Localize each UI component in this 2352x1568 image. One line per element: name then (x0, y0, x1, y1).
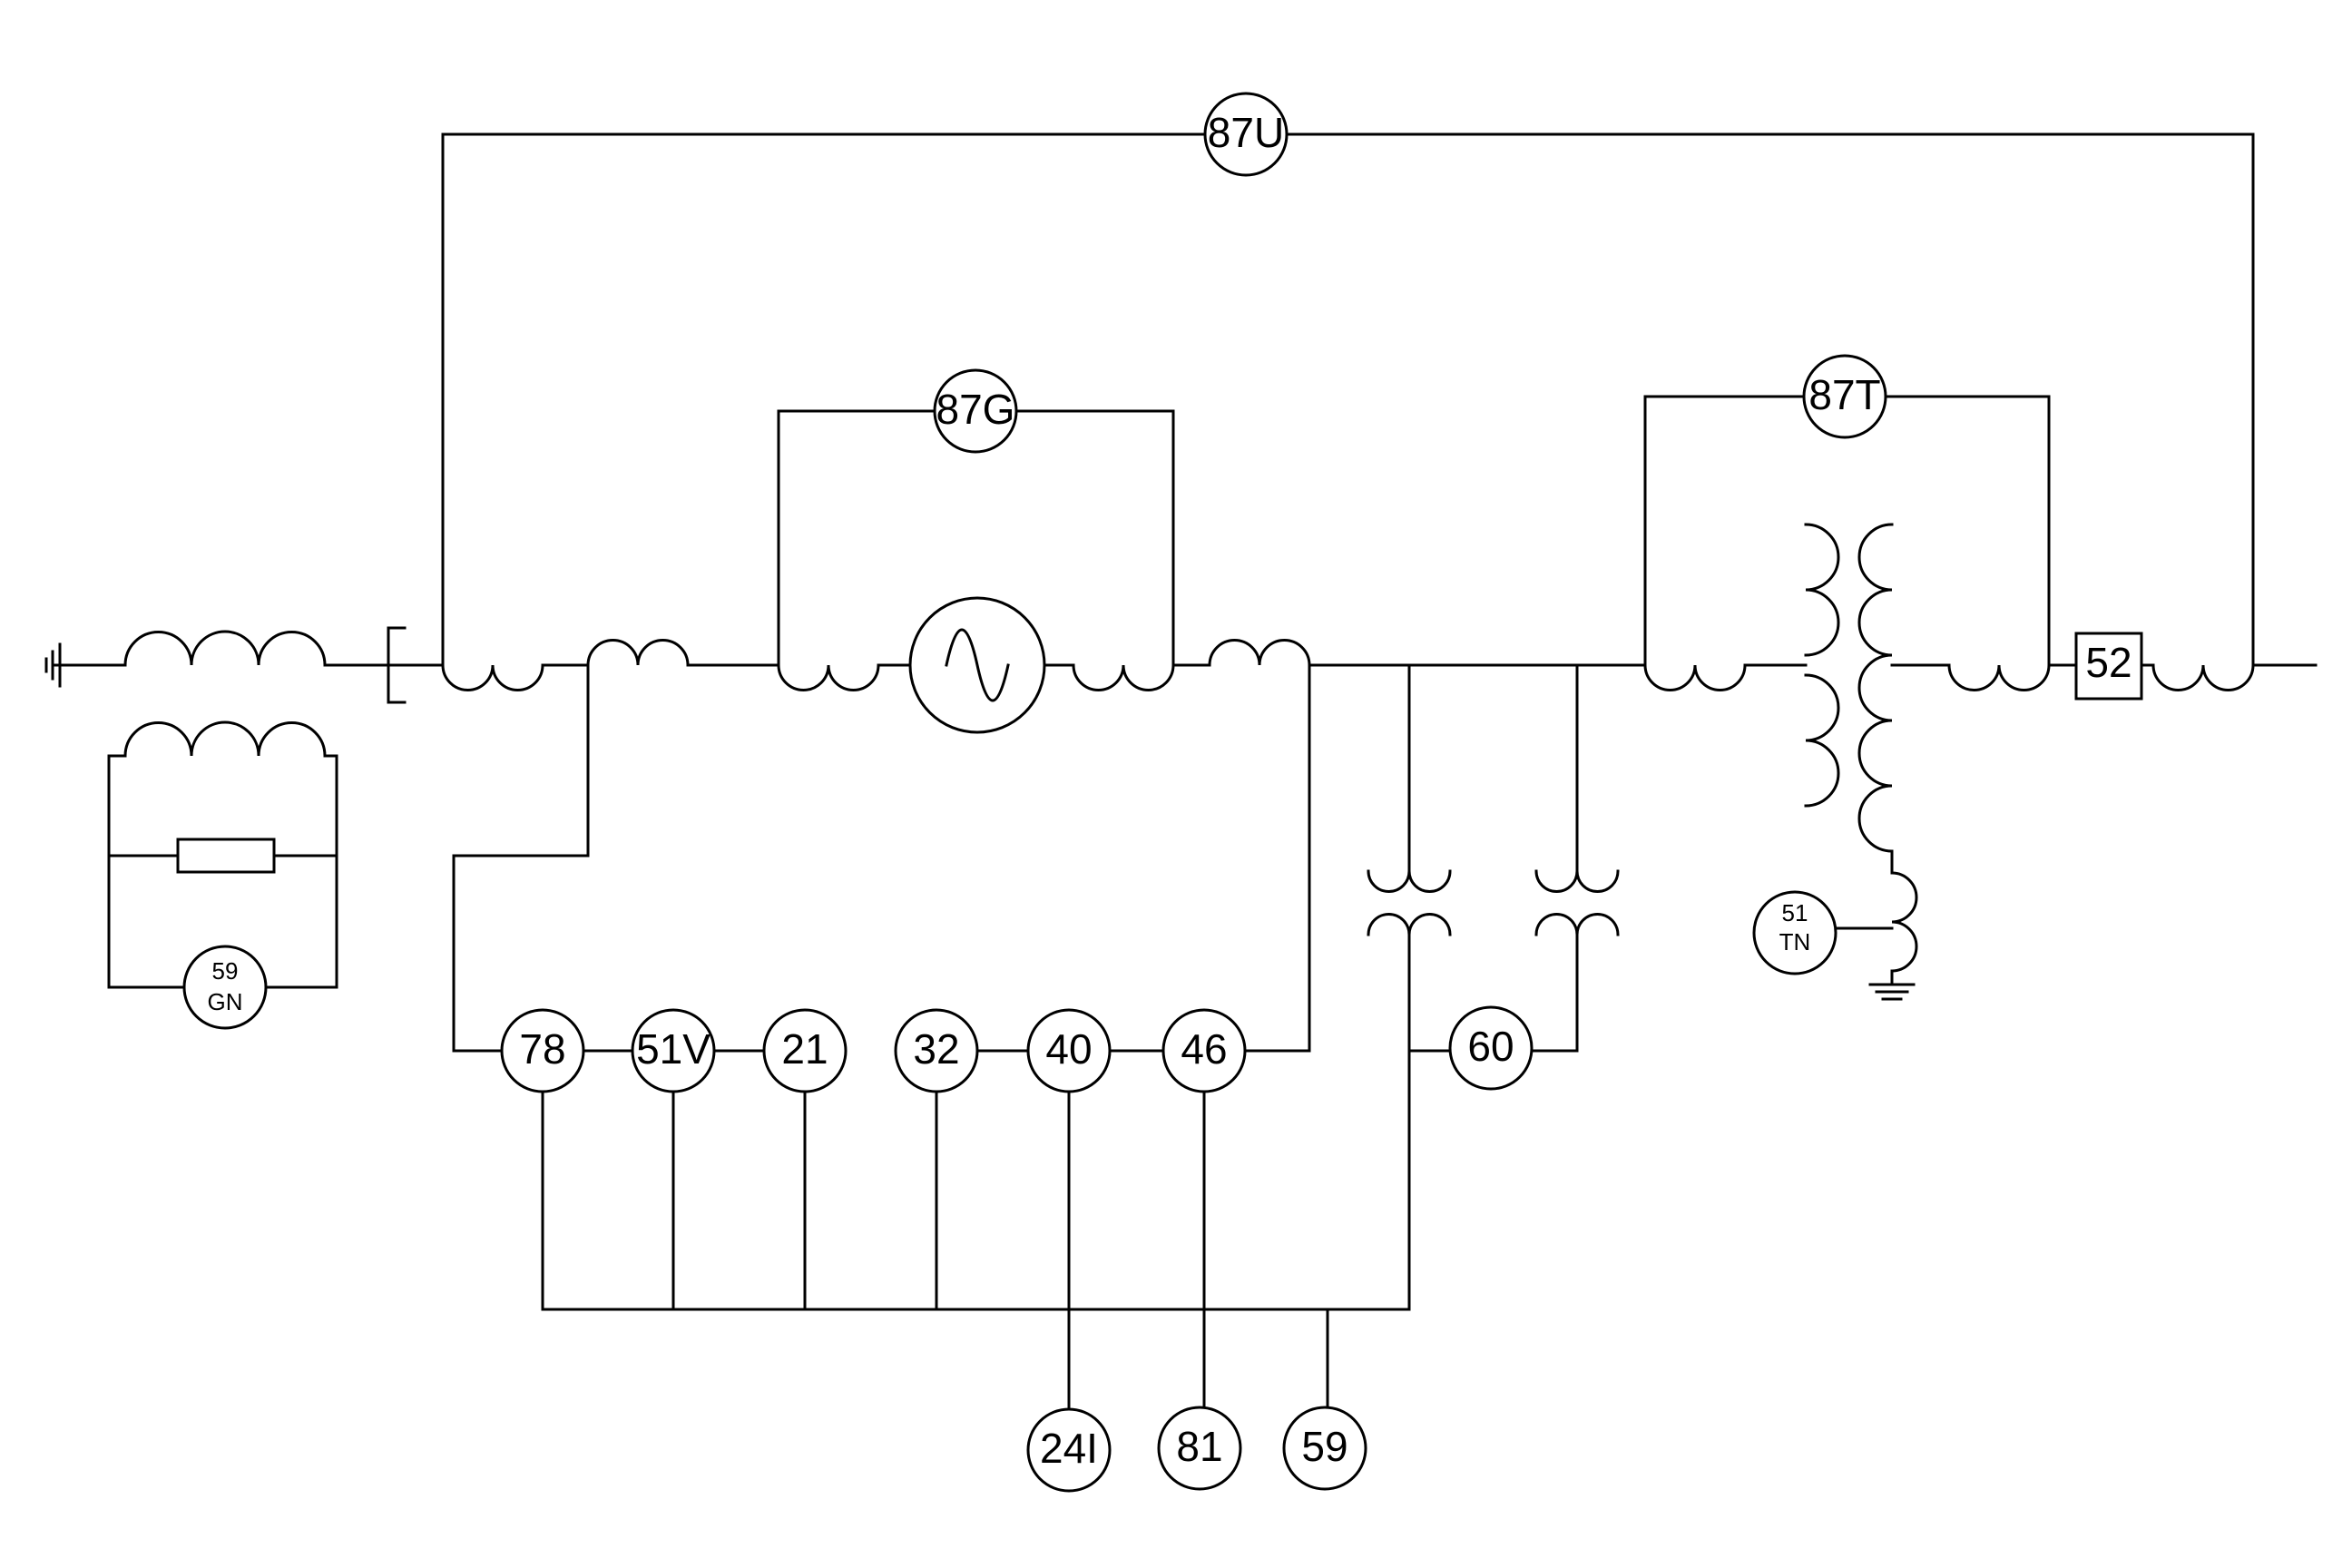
generator-circle (908, 596, 1046, 734)
relay-81-label: 81 (1176, 1423, 1222, 1470)
neutral-bracket (387, 626, 407, 704)
relay-59gn-label-top: 59 (212, 957, 239, 985)
relay-46-label: 46 (1181, 1025, 1227, 1073)
relay-87t-label: 87T (1808, 371, 1880, 418)
breaker-52 (2074, 632, 2143, 701)
breaker-52-label: 52 (2085, 639, 2132, 686)
ct-51tn (1890, 871, 1918, 973)
step-up-transformer (1804, 523, 1918, 986)
ct-87g-neutral (777, 663, 880, 691)
vt-1 (1367, 869, 1452, 936)
relay-21 (762, 1008, 848, 1093)
ct-87t-primary (1643, 663, 1747, 691)
relay-59 (1282, 1406, 1367, 1491)
ct-87g-terminal (1072, 663, 1175, 691)
relay-24i-label: 24I (1040, 1425, 1098, 1472)
relay-40-label: 40 (1045, 1025, 1092, 1073)
relay-78 (500, 1008, 585, 1093)
relay-87g (933, 368, 1018, 454)
relay-40 (1026, 1008, 1112, 1093)
ct-87u-hv (2151, 663, 2255, 691)
relay-21-label: 21 (781, 1025, 828, 1073)
relay-51v (631, 1008, 716, 1093)
relay-51v-label: 51V (636, 1025, 710, 1073)
relay-59gn-label-bottom: GN (208, 988, 243, 1015)
relay-51tn-label-bottom: TN (1779, 928, 1811, 956)
sine-wave-icon (945, 628, 1010, 702)
relay-32 (894, 1008, 979, 1093)
relay-60 (1448, 1005, 1534, 1091)
relay-87g-label: 87G (936, 386, 1015, 433)
relay-87u-label: 87U (1208, 109, 1284, 156)
grounding-transformer (107, 630, 338, 989)
relay-87t (1802, 354, 1887, 439)
relay-87u (1203, 92, 1289, 177)
ground-symbol-transformer (1868, 983, 1916, 1001)
ct-87u-neutral (441, 663, 544, 691)
ct-phase-relays (586, 639, 690, 667)
relay-78-label: 78 (519, 1025, 565, 1073)
relay-51tn-label-top: 51 (1782, 899, 1808, 926)
ct-46 (1208, 639, 1311, 667)
vt-2 (1534, 869, 1620, 936)
relay-59-label: 59 (1301, 1423, 1348, 1470)
relay-32-label: 32 (913, 1025, 959, 1073)
relay-59gn (182, 945, 268, 1030)
relay-24i (1026, 1407, 1112, 1493)
relay-81 (1157, 1406, 1242, 1491)
ground-symbol-left (44, 642, 62, 688)
generator (908, 596, 1046, 734)
relay-51tn (1752, 890, 1838, 975)
grounding-resistor (176, 838, 276, 874)
relay-46 (1161, 1008, 1247, 1093)
relay-60-label: 60 (1467, 1023, 1514, 1070)
ct-87t-secondary (1947, 663, 2051, 691)
